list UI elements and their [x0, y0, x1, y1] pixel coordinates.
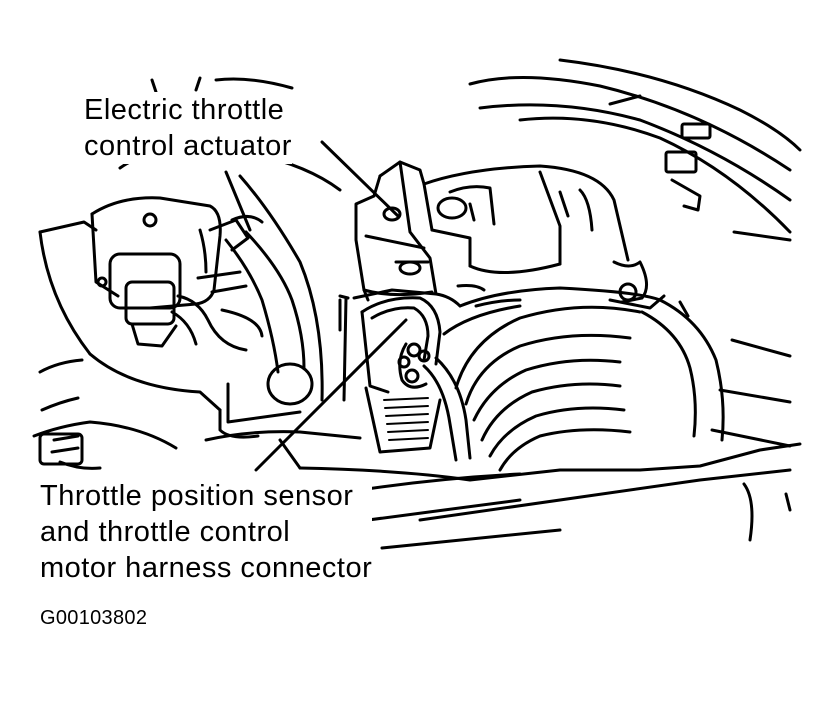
callout-actuator-line-2: control actuator — [84, 130, 292, 162]
background-strokes — [38, 76, 294, 412]
callout-connector-line-3: motor harness connector — [40, 552, 373, 584]
upper-right-pipes — [468, 58, 802, 448]
intake-duct — [442, 286, 725, 472]
leader-line-connector-3 — [380, 528, 562, 550]
leader-line-actuator — [320, 140, 400, 218]
figure-code: G00103802 — [40, 606, 148, 630]
lower-frame — [298, 442, 802, 542]
leader-line-connector — [254, 318, 408, 472]
callout-connector-line-1: Throttle position sensor — [40, 480, 354, 512]
harness-connector — [338, 288, 472, 462]
center-hoses — [196, 170, 362, 470]
callout-electric-throttle-control-actuator: Electric throttle control actuator — [84, 92, 292, 164]
throttle-body — [354, 160, 666, 310]
callout-connector-line-2: and throttle control — [40, 516, 291, 548]
callout-actuator-line-1: Electric throttle — [84, 94, 285, 126]
callout-harness-connector: Throttle position sensor and throttle co… — [40, 478, 373, 586]
left-actuator-box — [90, 196, 248, 352]
